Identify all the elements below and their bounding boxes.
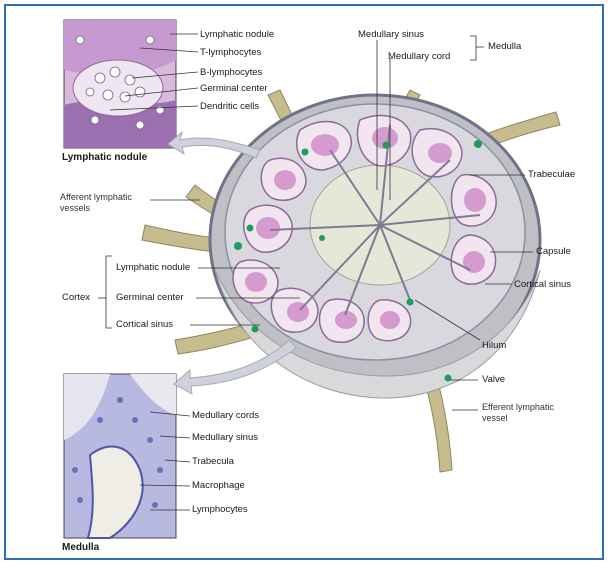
label-medullary-sinus-inset: Medullary sinus <box>192 432 258 443</box>
inset-nodule-image <box>64 20 176 148</box>
label-valve: Valve <box>482 374 505 385</box>
label-capsule: Capsule <box>536 246 571 257</box>
label-macrophage: Macrophage <box>192 480 245 491</box>
label-t-lymphocytes: T-lymphocytes <box>200 47 261 58</box>
label-cortex: Cortex <box>62 292 90 303</box>
label-medulla: Medulla <box>488 41 521 52</box>
inset-nodule-title: Lymphatic nodule <box>62 152 147 163</box>
label-cortical-sinus-right: Cortical sinus <box>514 279 571 290</box>
label-germinal-center-inset: Germinal center <box>200 83 268 94</box>
inset-medulla-title: Medulla <box>62 542 99 553</box>
label-trabeculae: Trabeculae <box>528 169 575 180</box>
label-lymphatic-nodule: Lymphatic nodule <box>200 29 274 40</box>
label-b-lymphocytes: B-lymphocytes <box>200 67 262 78</box>
label-afferent-vessels: Afferent lymphatic vessels <box>60 192 150 214</box>
label-efferent-vessel: Efferent lymphatic vessel <box>482 402 562 424</box>
label-medullary-sinus-top: Medullary sinus <box>358 29 424 40</box>
label-germinal-center-cortex: Germinal center <box>116 292 184 303</box>
label-medullary-cord-top: Medullary cord <box>388 51 450 62</box>
inset-medulla-image <box>64 374 176 538</box>
label-dendritic-cells: Dendritic cells <box>200 101 259 112</box>
label-medullary-cords: Medullary cords <box>192 410 259 421</box>
label-lymphocytes: Lymphocytes <box>192 504 248 515</box>
label-lymphatic-nodule-cortex: Lymphatic nodule <box>116 262 190 273</box>
label-trabecula: Trabecula <box>192 456 234 467</box>
label-cortical-sinus-left: Cortical sinus <box>116 319 173 330</box>
arrow-to-nodule <box>168 132 260 158</box>
label-hilum: Hilum <box>482 340 506 351</box>
